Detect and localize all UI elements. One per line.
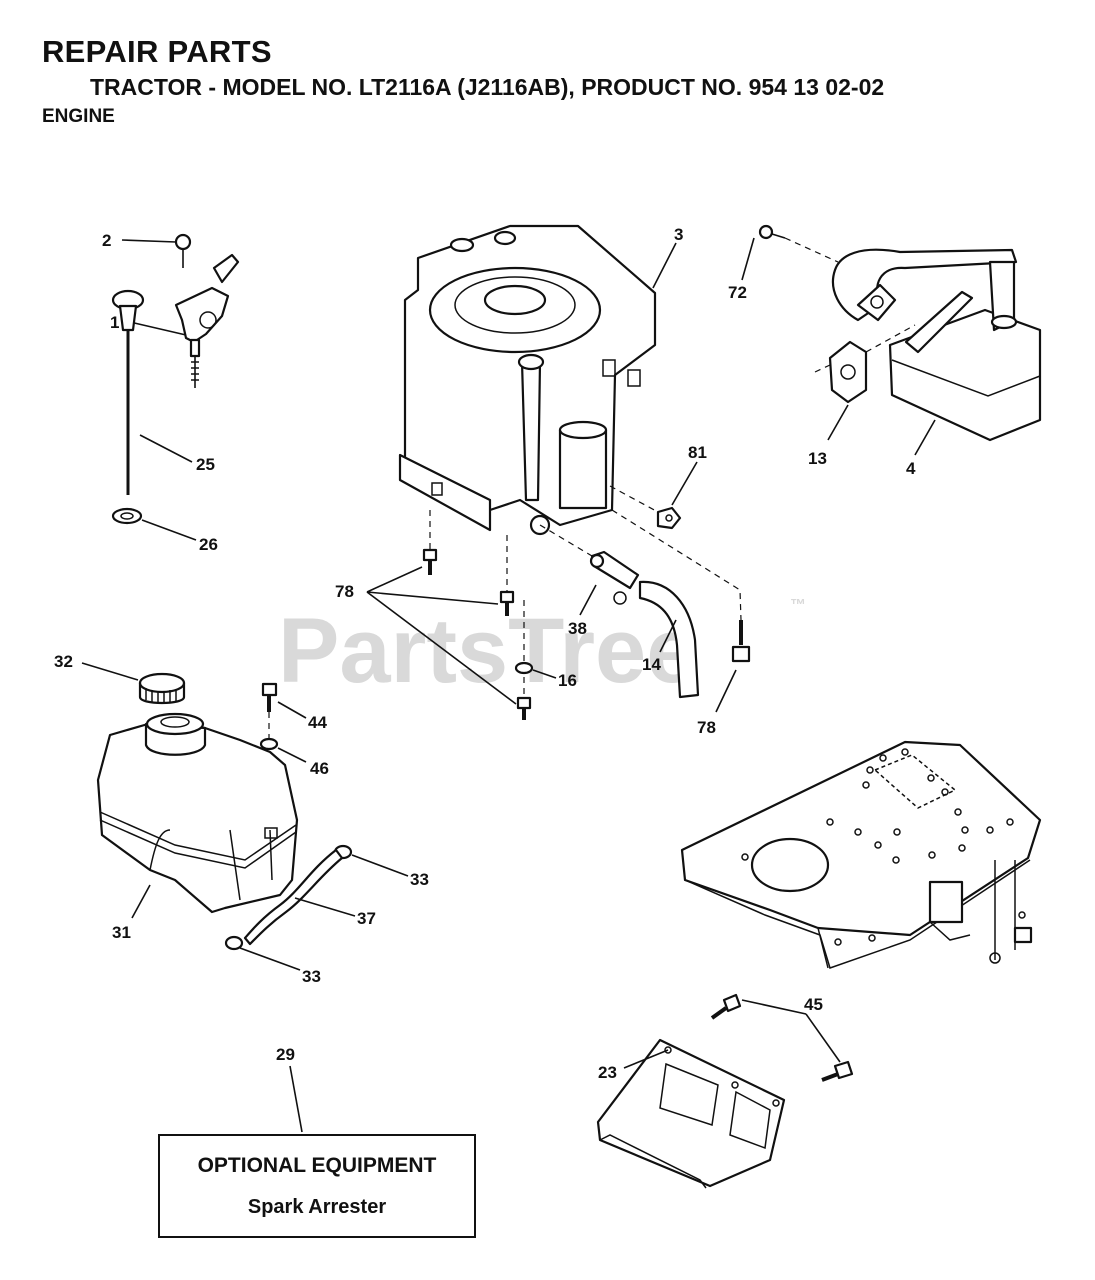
heat-shield-screw-upper	[710, 993, 742, 1020]
spark-arrester-label: Spark Arrester	[247, 1196, 387, 1218]
tank-screw	[261, 682, 278, 712]
section-title: ENGINE	[42, 106, 115, 127]
optional-equipment-box: OPTIONAL EQUIPMENT Spark Arrester	[158, 1134, 476, 1238]
engine-mount-plate	[680, 740, 1042, 969]
bolt-lower	[516, 696, 532, 720]
throttle-control-bracket	[174, 233, 240, 388]
fuel-tank	[96, 712, 299, 914]
callout-31: 31	[112, 923, 131, 942]
callout-33-upper: 33	[410, 870, 429, 889]
hose-clamp-lower	[224, 935, 244, 951]
callout-46: 46	[310, 759, 329, 778]
callout-81: 81	[688, 443, 707, 462]
fuel-cap	[138, 672, 186, 705]
fuel-hose	[638, 580, 700, 699]
callout-44: 44	[308, 713, 327, 732]
callout-14: 14	[642, 655, 661, 674]
watermark-text: PartsTree	[278, 600, 697, 702]
fuel-line	[243, 848, 344, 946]
optional-equipment-title: OPTIONAL EQUIPMENT	[197, 1154, 437, 1177]
callout-2: 2	[102, 231, 111, 250]
bolt-right	[731, 620, 751, 663]
exhaust-gasket	[828, 340, 868, 404]
callout-33-lower: 33	[302, 967, 321, 986]
bolt-left	[422, 548, 438, 575]
callout-1: 1	[110, 313, 119, 332]
muffler	[888, 260, 1042, 442]
tank-washer	[259, 737, 279, 751]
callout-72: 72	[728, 283, 747, 302]
washer	[514, 661, 534, 675]
callout-4: 4	[906, 459, 916, 478]
engine	[398, 224, 657, 536]
callout-78-left: 78	[335, 582, 354, 601]
callout-32: 32	[54, 652, 73, 671]
heat-shield-screw-lower	[821, 1060, 854, 1082]
exhaust-screw	[758, 224, 786, 240]
dipstick	[111, 289, 145, 495]
callout-3: 3	[674, 225, 683, 244]
model-subtitle: TRACTOR - MODEL NO. LT2116A (J2116AB), P…	[90, 74, 885, 100]
callout-25: 25	[196, 455, 215, 474]
callout-78-right: 78	[697, 718, 716, 737]
heat-shield	[596, 1038, 786, 1189]
callout-38: 38	[568, 619, 587, 638]
callout-29: 29	[276, 1045, 295, 1064]
page-title: REPAIR PARTS	[42, 34, 272, 69]
callout-45: 45	[804, 995, 823, 1014]
fuel-filter	[589, 550, 640, 605]
callout-16: 16	[558, 671, 577, 690]
dipstick-seal	[111, 507, 143, 525]
nut	[656, 506, 682, 530]
watermark-tm: ™	[790, 597, 806, 614]
callout-13: 13	[808, 449, 827, 468]
callout-23: 23	[598, 1063, 617, 1082]
callout-26: 26	[199, 535, 218, 554]
callout-37: 37	[357, 909, 376, 928]
exhaust-pipe	[831, 248, 1018, 322]
